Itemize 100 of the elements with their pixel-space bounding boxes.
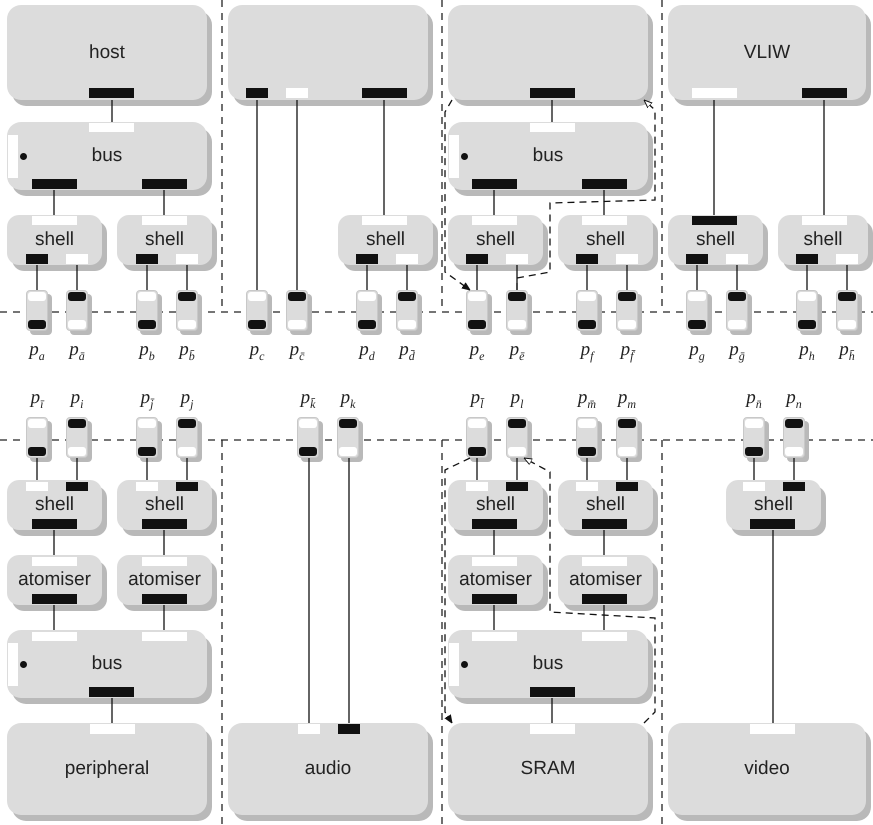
- dashed-arrow: [444, 100, 470, 291]
- port-label: p$_{e}$: [468, 339, 486, 364]
- connector-line: [476, 458, 478, 480]
- node-label: atomiser: [18, 569, 91, 591]
- component-box: [117, 555, 212, 605]
- port-label: p$_{g}$: [687, 339, 706, 364]
- node-label: VLIW: [744, 42, 790, 64]
- connector-line: [586, 265, 588, 290]
- connector-line: [736, 265, 738, 290]
- connector-line: [753, 458, 755, 480]
- connector-line: [603, 530, 605, 555]
- node-label: shell: [803, 229, 843, 251]
- dashed-arrow: [516, 100, 656, 290]
- connector-line: [493, 530, 495, 555]
- component-box: [7, 5, 207, 100]
- port-label: p$_{j̄}$: [138, 387, 156, 412]
- connector-line: [586, 458, 588, 480]
- port-label: p$_{m}$: [616, 387, 638, 412]
- node-label: video: [744, 758, 790, 780]
- port-label: p$_{j}$: [178, 387, 194, 412]
- component-box: [117, 480, 212, 530]
- connector-line: [793, 458, 795, 480]
- connector-line: [366, 265, 368, 290]
- node-label: shell: [586, 229, 626, 251]
- connector-line: [296, 100, 298, 290]
- component-box: [228, 723, 428, 815]
- node-label: shell: [476, 494, 516, 516]
- connector-line: [493, 190, 495, 215]
- connector-line: [603, 190, 605, 215]
- component-box: [668, 5, 866, 100]
- node-label: atomiser: [569, 569, 642, 591]
- node-label: bus: [92, 145, 122, 167]
- component-box: [448, 215, 543, 265]
- component-box: [448, 723, 648, 815]
- port-label: p$_{d}$: [357, 339, 376, 364]
- port-label: p$_{c}$: [248, 339, 266, 364]
- component-box: [558, 480, 653, 530]
- connector-line: [626, 458, 628, 480]
- connector-line: [146, 265, 148, 290]
- node-label: shell: [144, 229, 184, 251]
- connector-line: [256, 100, 258, 290]
- component-box: [448, 630, 648, 698]
- port-label: p$_{d̄}$: [397, 339, 416, 364]
- component-box: [7, 723, 207, 815]
- connector-line: [36, 265, 38, 290]
- connector-line: [713, 100, 715, 215]
- node-label: shell: [476, 229, 516, 251]
- port-label: p$_{k}$: [338, 387, 356, 412]
- component-box: [338, 215, 433, 265]
- node-label: shell: [144, 494, 184, 516]
- connector-line: [53, 530, 55, 555]
- empty-box: [448, 5, 648, 100]
- connector-line: [493, 605, 495, 630]
- connector-line: [111, 698, 113, 723]
- connector-line: [76, 458, 78, 480]
- connector-line: [53, 190, 55, 215]
- component-box: [7, 630, 207, 698]
- node-label: bus: [532, 145, 564, 167]
- connector-line: [603, 605, 605, 630]
- connector-line: [626, 265, 628, 290]
- connector-line: [163, 190, 165, 215]
- component-box: [7, 215, 102, 265]
- connector-line: [846, 265, 848, 290]
- node-label: peripheral: [64, 758, 150, 780]
- node-label: shell: [34, 494, 74, 516]
- node-label: bus: [532, 653, 564, 675]
- node-label: shell: [366, 229, 406, 251]
- component-box: [7, 122, 207, 190]
- component-box: [558, 555, 653, 605]
- port-label: p$_{l}$: [508, 387, 524, 412]
- component-box: [448, 555, 543, 605]
- connector-line: [111, 100, 113, 122]
- connector-line: [146, 458, 148, 480]
- component-box: [7, 480, 102, 530]
- port-label: p$_{f̄}$: [618, 339, 636, 364]
- port-label: p$_{f}$: [578, 339, 596, 364]
- connector-line: [186, 265, 188, 290]
- component-box: [7, 555, 102, 605]
- port-label: p$_{n}$: [784, 387, 803, 412]
- component-box: [117, 215, 212, 265]
- port-label: p$_{h}$: [797, 339, 816, 364]
- empty-box: [228, 5, 428, 100]
- component-box: [726, 480, 821, 530]
- port-label: p$_{m̄}$: [576, 387, 598, 412]
- node-label: atomiser: [128, 569, 201, 591]
- port-label: p$_{b̄}$: [177, 339, 196, 364]
- connector-line: [476, 265, 478, 290]
- node-label: bus: [92, 653, 122, 675]
- node-label: atomiser: [459, 569, 532, 591]
- dashed-arrow: [524, 457, 656, 724]
- component-box: [448, 122, 648, 190]
- connector-line: [696, 265, 698, 290]
- component-box: [558, 215, 653, 265]
- component-box: [668, 723, 866, 815]
- port-label: p$_{l̄}$: [468, 387, 486, 412]
- connector-line: [406, 265, 408, 290]
- port-label: p$_{h̄}$: [837, 339, 856, 364]
- connector-line: [772, 530, 774, 723]
- dashed-arrow: [444, 457, 470, 724]
- connector-line: [76, 265, 78, 290]
